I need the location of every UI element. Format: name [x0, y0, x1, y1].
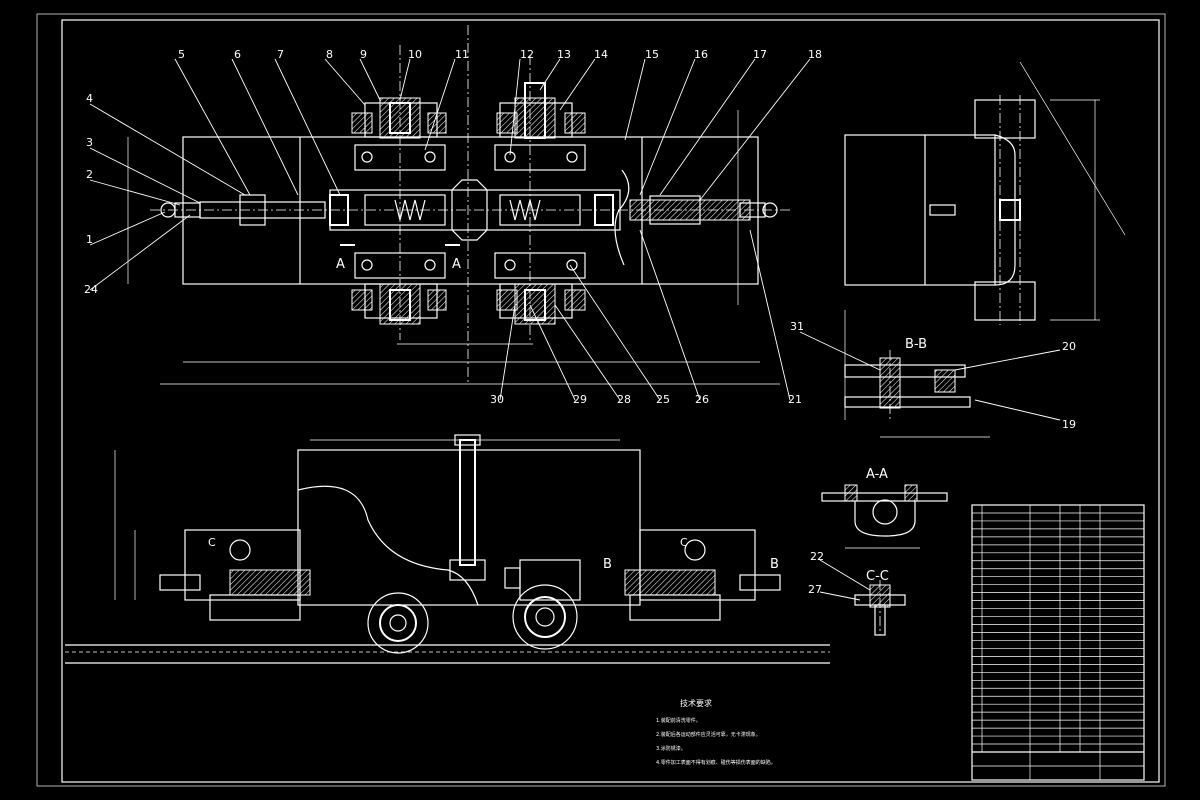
- part-number-16: 16: [694, 48, 708, 61]
- part-number-31: 31: [790, 320, 804, 333]
- part-number-1: 1: [86, 233, 93, 246]
- section-c-left: C: [208, 536, 216, 549]
- part-number-15: 15: [645, 48, 659, 61]
- part-number-8: 8: [326, 48, 333, 61]
- part-number-25: 25: [656, 393, 670, 406]
- part-number-3: 3: [86, 136, 93, 149]
- section-b-left: B: [603, 557, 612, 572]
- part-number-24: 24: [84, 283, 98, 296]
- leader-lines: [89, 58, 1061, 601]
- part-number-26: 26: [695, 393, 709, 406]
- part-number-13: 13: [557, 48, 571, 61]
- part-number-18: 18: [808, 48, 822, 61]
- part-number-6: 6: [234, 48, 241, 61]
- plan-view: [127, 25, 790, 385]
- part-number-22: 22: [810, 550, 824, 563]
- part-number-11: 11: [455, 48, 469, 61]
- notes-line-3: 3.涂防锈漆。: [656, 745, 686, 752]
- part-number-10: 10: [408, 48, 422, 61]
- part-number-14: 14: [594, 48, 608, 61]
- part-number-28: 28: [617, 393, 631, 406]
- section-a-left: A: [336, 257, 345, 272]
- section-bb-title: B-B: [905, 337, 927, 352]
- aa-section: [821, 484, 948, 549]
- part-number-21: 21: [788, 393, 802, 406]
- bb-section: [844, 310, 990, 438]
- notes-line-2: 2.装配后各运动部件应灵活可靠，无卡滞现象。: [656, 731, 761, 738]
- part-number-20: 20: [1062, 340, 1076, 353]
- notes-line-1: 1.装配前清洗零件。: [656, 717, 701, 724]
- front-view: [65, 434, 830, 664]
- end-view: [844, 61, 1126, 325]
- part-number-9: 9: [360, 48, 367, 61]
- notes-line-4: 4.零件加工表面不得有划痕、碰伤等损伤表面的缺陷。: [656, 759, 776, 766]
- part-number-4: 4: [86, 92, 93, 105]
- part-number-17: 17: [753, 48, 767, 61]
- inner-border: [61, 19, 1160, 783]
- section-b-right: B: [770, 557, 779, 572]
- part-number-29: 29: [573, 393, 587, 406]
- part-number-27: 27: [808, 583, 822, 596]
- outer-border: [36, 13, 1166, 787]
- section-cc-title: C-C: [866, 569, 889, 584]
- part-number-19: 19: [1062, 418, 1076, 431]
- section-aa-title: A-A: [866, 467, 888, 482]
- part-number-2: 2: [86, 168, 93, 181]
- section-a-right: A: [452, 257, 461, 272]
- part-number-7: 7: [277, 48, 284, 61]
- parts-list-table: [971, 504, 1145, 781]
- section-c-right: C: [680, 536, 688, 549]
- cc-section: [854, 580, 906, 636]
- notes-heading: 技术要求: [680, 698, 712, 708]
- part-number-12: 12: [520, 48, 534, 61]
- part-number-30: 30: [490, 393, 504, 406]
- part-number-5: 5: [178, 48, 185, 61]
